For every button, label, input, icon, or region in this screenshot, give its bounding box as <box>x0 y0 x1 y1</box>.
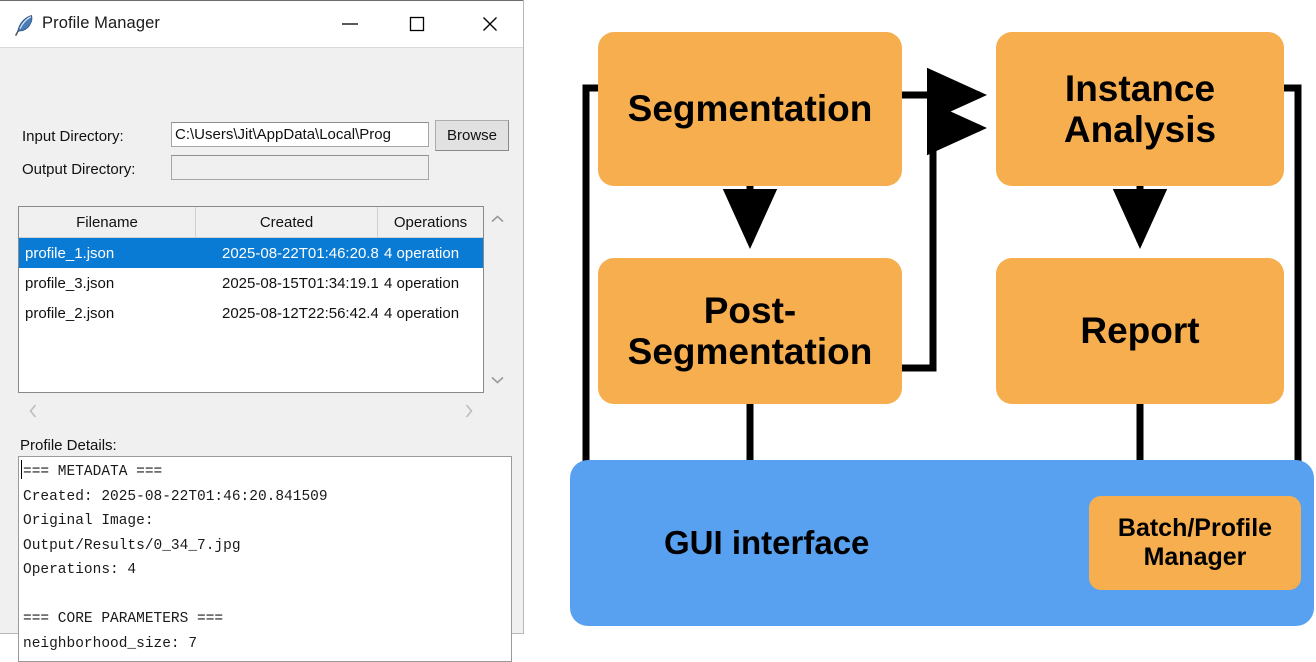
cell-filename: profile_1.json <box>25 244 115 262</box>
table-header-row: Filename Created Operations <box>19 207 483 238</box>
scroll-left-button[interactable] <box>20 397 46 425</box>
node-segmentation[interactable]: Segmentation <box>598 32 902 186</box>
output-directory-field[interactable] <box>171 155 429 180</box>
cell-filename: profile_2.json <box>25 304 115 322</box>
scroll-down-button[interactable] <box>484 369 511 391</box>
cell-created: 2025-08-22T01:46:20.8 <box>222 244 378 262</box>
panel-gui-interface-label: GUI interface <box>664 524 870 561</box>
node-post-segmentation-label: Post- Segmentation <box>627 289 873 372</box>
profile-details-text: === METADATA === Created: 2025-08-22T01:… <box>23 464 328 652</box>
profile-manager-window: Profile Manager Input Directory: C:\User… <box>0 0 524 662</box>
profile-details-label: Profile Details: <box>20 437 117 454</box>
node-instance-analysis-label: Instance Analysis <box>1063 67 1217 150</box>
chevron-up-icon <box>491 215 504 223</box>
close-icon <box>483 17 497 31</box>
close-button[interactable] <box>467 1 513 47</box>
table-body: profile_1.json 2025-08-22T01:46:20.8 4 o… <box>19 238 483 328</box>
minimize-icon <box>342 23 358 25</box>
cell-operations: 4 operation <box>384 304 460 322</box>
maximize-button[interactable] <box>394 1 440 47</box>
cell-filename: profile_3.json <box>25 274 115 292</box>
profiles-table: Filename Created Operations profile_1.js… <box>18 206 484 393</box>
minimize-button[interactable] <box>327 1 373 47</box>
node-instance-analysis[interactable]: Instance Analysis <box>996 32 1284 186</box>
text-caret <box>21 460 22 479</box>
cell-created: 2025-08-12T22:56:42.4 <box>222 304 378 322</box>
browse-button[interactable]: Browse <box>435 120 509 151</box>
feather-icon <box>14 13 36 37</box>
chevron-down-icon <box>491 376 504 384</box>
table-row[interactable]: profile_2.json 2025-08-12T22:56:42.4 4 o… <box>19 298 483 328</box>
scroll-right-button[interactable] <box>456 397 482 425</box>
chevron-right-icon <box>465 404 473 418</box>
chevron-left-icon <box>29 404 37 418</box>
panel-gui-interface[interactable]: GUI interface Batch/Profile Manager <box>570 460 1314 626</box>
column-header-created[interactable]: Created <box>196 207 378 237</box>
window-client-area: Input Directory: C:\Users\Jit\AppData\Lo… <box>0 47 523 662</box>
connector-segmentation-to-gui <box>582 84 598 464</box>
input-directory-field[interactable]: C:\Users\Jit\AppData\Local\Prog <box>171 122 429 147</box>
connector-instance-to-gui <box>1284 84 1302 464</box>
diagram-connectors <box>582 67 1302 464</box>
cell-created: 2025-08-15T01:34:19.1 <box>222 274 378 292</box>
cell-operations: 4 operation <box>384 274 460 292</box>
node-batch-profile-manager[interactable]: Batch/Profile Manager <box>1089 496 1301 590</box>
table-vertical-scrollbar[interactable] <box>484 206 511 393</box>
node-segmentation-label: Segmentation <box>627 88 873 130</box>
output-directory-label: Output Directory: <box>22 161 136 178</box>
node-post-segmentation[interactable]: Post- Segmentation <box>598 258 902 404</box>
architecture-diagram: Segmentation Instance Analysis Post- Seg… <box>524 0 1316 658</box>
column-header-operations[interactable]: Operations <box>393 213 468 231</box>
table-row[interactable]: profile_1.json 2025-08-22T01:46:20.8 4 o… <box>19 238 483 268</box>
column-header-filename[interactable]: Filename <box>19 207 196 237</box>
node-report-label: Report <box>1080 310 1200 352</box>
window-title: Profile Manager <box>42 14 160 32</box>
maximize-icon <box>409 16 425 32</box>
node-batch-profile-manager-label: Batch/Profile Manager <box>1117 513 1273 572</box>
profile-details-textarea[interactable]: === METADATA === Created: 2025-08-22T01:… <box>18 456 512 662</box>
scroll-up-button[interactable] <box>484 208 511 230</box>
node-report[interactable]: Report <box>996 258 1284 404</box>
table-horizontal-scrollbar[interactable] <box>18 397 484 425</box>
table-row[interactable]: profile_3.json 2025-08-15T01:34:19.1 4 o… <box>19 268 483 298</box>
window-titlebar: Profile Manager <box>0 0 523 47</box>
cell-operations: 4 operation <box>384 244 460 262</box>
browse-button-label: Browse <box>446 127 498 144</box>
connector-post-to-instance <box>902 100 988 372</box>
input-directory-label: Input Directory: <box>22 128 124 145</box>
